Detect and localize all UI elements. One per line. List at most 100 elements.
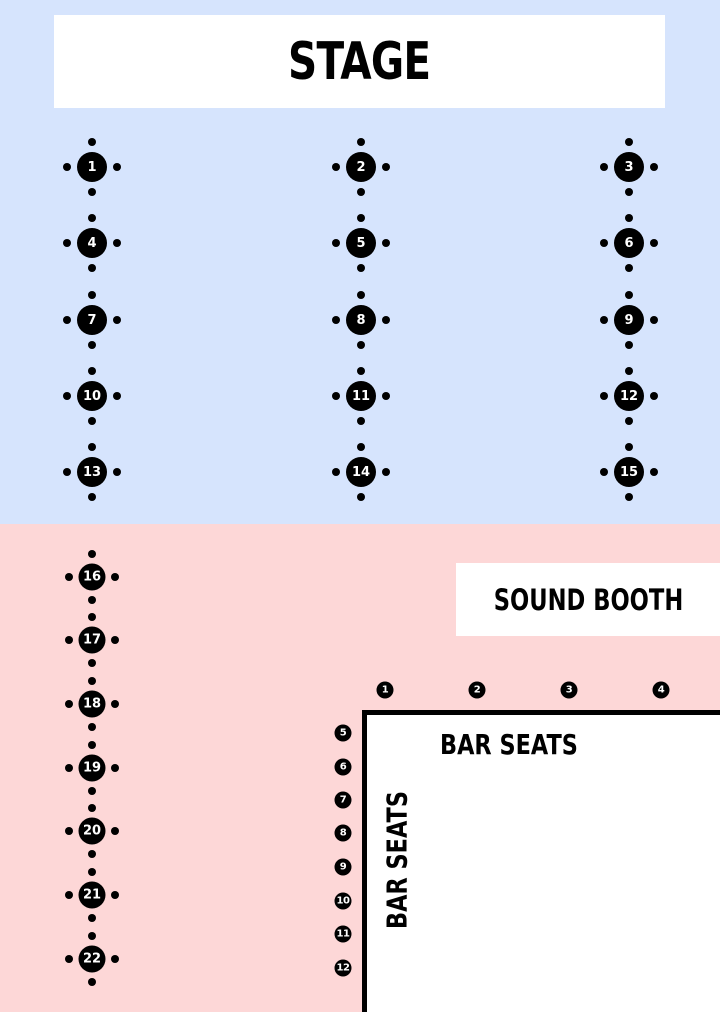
chair[interactable] bbox=[63, 392, 71, 400]
table-14[interactable]: 14 bbox=[346, 457, 376, 487]
chair[interactable] bbox=[600, 163, 608, 171]
chair[interactable] bbox=[382, 468, 390, 476]
table-10[interactable]: 10 bbox=[77, 381, 107, 411]
table-7[interactable]: 7 bbox=[77, 305, 107, 335]
chair[interactable] bbox=[111, 636, 119, 644]
table-11[interactable]: 11 bbox=[346, 381, 376, 411]
chair[interactable] bbox=[625, 341, 633, 349]
chair[interactable] bbox=[357, 493, 365, 501]
chair[interactable] bbox=[382, 239, 390, 247]
chair[interactable] bbox=[88, 341, 96, 349]
chair[interactable] bbox=[357, 188, 365, 196]
chair[interactable] bbox=[332, 316, 340, 324]
table-12[interactable]: 12 bbox=[614, 381, 644, 411]
chair[interactable] bbox=[113, 392, 121, 400]
chair[interactable] bbox=[650, 239, 658, 247]
table-1[interactable]: 1 bbox=[77, 152, 107, 182]
chair[interactable] bbox=[88, 932, 96, 940]
chair[interactable] bbox=[357, 367, 365, 375]
chair[interactable] bbox=[63, 316, 71, 324]
table-2[interactable]: 2 bbox=[346, 152, 376, 182]
chair[interactable] bbox=[357, 341, 365, 349]
chair[interactable] bbox=[650, 392, 658, 400]
bar-seat-10[interactable]: 10 bbox=[334, 892, 352, 910]
chair[interactable] bbox=[357, 291, 365, 299]
bar-seat-7[interactable]: 7 bbox=[334, 791, 352, 809]
bar-seat-9[interactable]: 9 bbox=[334, 858, 352, 876]
chair[interactable] bbox=[88, 417, 96, 425]
chair[interactable] bbox=[65, 827, 73, 835]
chair[interactable] bbox=[63, 163, 71, 171]
bar-seat-8[interactable]: 8 bbox=[334, 824, 352, 842]
chair[interactable] bbox=[88, 741, 96, 749]
chair[interactable] bbox=[88, 264, 96, 272]
chair[interactable] bbox=[625, 264, 633, 272]
chair[interactable] bbox=[65, 573, 73, 581]
chair[interactable] bbox=[111, 955, 119, 963]
bar-seat-12[interactable]: 12 bbox=[334, 959, 352, 977]
chair[interactable] bbox=[625, 443, 633, 451]
chair[interactable] bbox=[332, 239, 340, 247]
chair[interactable] bbox=[625, 493, 633, 501]
chair[interactable] bbox=[332, 468, 340, 476]
chair[interactable] bbox=[88, 677, 96, 685]
chair[interactable] bbox=[650, 163, 658, 171]
chair[interactable] bbox=[88, 493, 96, 501]
chair[interactable] bbox=[65, 700, 73, 708]
chair[interactable] bbox=[600, 239, 608, 247]
chair[interactable] bbox=[88, 850, 96, 858]
chair[interactable] bbox=[625, 291, 633, 299]
chair[interactable] bbox=[63, 468, 71, 476]
table-5[interactable]: 5 bbox=[346, 228, 376, 258]
chair[interactable] bbox=[113, 163, 121, 171]
table-6[interactable]: 6 bbox=[614, 228, 644, 258]
chair[interactable] bbox=[88, 291, 96, 299]
table-9[interactable]: 9 bbox=[614, 305, 644, 335]
chair[interactable] bbox=[88, 550, 96, 558]
bar-seat-5[interactable]: 5 bbox=[334, 724, 352, 742]
chair[interactable] bbox=[357, 214, 365, 222]
chair[interactable] bbox=[88, 723, 96, 731]
chair[interactable] bbox=[113, 316, 121, 324]
chair[interactable] bbox=[63, 239, 71, 247]
chair[interactable] bbox=[88, 138, 96, 146]
table-4[interactable]: 4 bbox=[77, 228, 107, 258]
chair[interactable] bbox=[600, 392, 608, 400]
table-8[interactable]: 8 bbox=[346, 305, 376, 335]
bar-seat-2[interactable]: 2 bbox=[468, 681, 486, 699]
chair[interactable] bbox=[357, 138, 365, 146]
chair[interactable] bbox=[625, 214, 633, 222]
chair[interactable] bbox=[88, 659, 96, 667]
chair[interactable] bbox=[88, 978, 96, 986]
chair[interactable] bbox=[382, 316, 390, 324]
chair[interactable] bbox=[625, 188, 633, 196]
table-17[interactable]: 17 bbox=[78, 626, 106, 654]
chair[interactable] bbox=[600, 468, 608, 476]
chair[interactable] bbox=[88, 613, 96, 621]
bar-seat-11[interactable]: 11 bbox=[334, 925, 352, 943]
chair[interactable] bbox=[332, 163, 340, 171]
chair[interactable] bbox=[65, 955, 73, 963]
chair[interactable] bbox=[113, 468, 121, 476]
chair[interactable] bbox=[88, 443, 96, 451]
chair[interactable] bbox=[88, 367, 96, 375]
chair[interactable] bbox=[88, 787, 96, 795]
chair[interactable] bbox=[111, 891, 119, 899]
chair[interactable] bbox=[357, 443, 365, 451]
chair[interactable] bbox=[88, 868, 96, 876]
chair[interactable] bbox=[357, 264, 365, 272]
chair[interactable] bbox=[88, 914, 96, 922]
chair[interactable] bbox=[382, 392, 390, 400]
chair[interactable] bbox=[332, 392, 340, 400]
chair[interactable] bbox=[111, 764, 119, 772]
bar-seat-4[interactable]: 4 bbox=[652, 681, 670, 699]
chair[interactable] bbox=[111, 700, 119, 708]
chair[interactable] bbox=[65, 636, 73, 644]
chair[interactable] bbox=[88, 804, 96, 812]
chair[interactable] bbox=[600, 316, 608, 324]
table-16[interactable]: 16 bbox=[78, 563, 106, 591]
bar-seat-3[interactable]: 3 bbox=[560, 681, 578, 699]
bar-seat-1[interactable]: 1 bbox=[376, 681, 394, 699]
chair[interactable] bbox=[65, 764, 73, 772]
table-22[interactable]: 22 bbox=[78, 945, 106, 973]
